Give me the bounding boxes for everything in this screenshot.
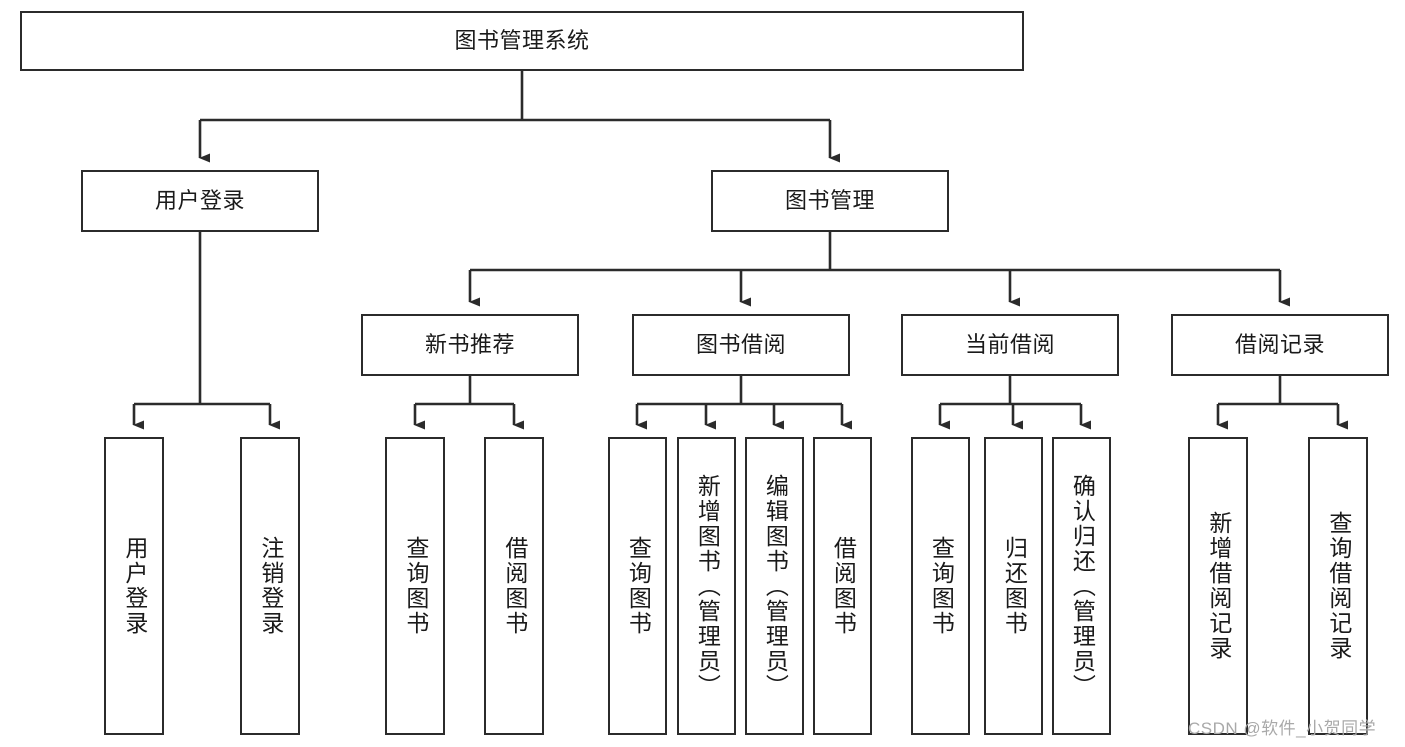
node-leaf-add-book[interactable]: 新增图书（管理员） [677,437,736,735]
node-label: 归还图书 [1001,536,1028,636]
node-user-login[interactable]: 用户登录 [81,170,319,232]
node-label: 用户登录 [121,536,148,636]
node-label: 借阅图书 [830,536,857,636]
node-label: 图书管理系统 [454,28,590,53]
node-label: 用户登录 [154,188,245,213]
node-leaf-confirm-return[interactable]: 确认归还（管理员） [1052,437,1111,735]
node-leaf-query-book-1[interactable]: 查询图书 [385,437,445,735]
edges-new-book-rec-to-leaves [413,376,524,430]
node-leaf-borrow-book-1[interactable]: 借阅图书 [484,437,544,735]
node-leaf-query-record[interactable]: 查询借阅记录 [1308,437,1368,735]
edges-borrow-record-to-leaves [1216,376,1348,430]
node-label: 图书管理 [784,188,875,213]
edges-book-borrow-to-leaves [635,376,852,430]
node-leaf-edit-book[interactable]: 编辑图书（管理员） [745,437,804,735]
edges-root-to-level2 [198,71,840,163]
node-label: 新增图书（管理员） [694,473,721,699]
node-leaf-logout[interactable]: 注销登录 [240,437,300,735]
node-borrow-record[interactable]: 借阅记录 [1171,314,1389,376]
edges-user-login-to-leaves [132,232,280,430]
node-label: 当前借阅 [964,332,1055,357]
node-label: 查询图书 [928,536,955,636]
node-leaf-user-login[interactable]: 用户登录 [104,437,164,735]
node-book-manage[interactable]: 图书管理 [711,170,949,232]
node-book-borrow[interactable]: 图书借阅 [632,314,850,376]
node-label: 查询图书 [625,536,652,636]
node-label: 注销登录 [257,536,284,636]
csdn-watermark: CSDN @软件_小贺同学 [1188,719,1377,738]
node-leaf-borrow-book-2[interactable]: 借阅图书 [813,437,872,735]
node-label: 借阅图书 [501,536,528,636]
node-root-system[interactable]: 图书管理系统 [20,11,1024,71]
node-leaf-query-book-3[interactable]: 查询图书 [911,437,970,735]
node-label: 查询借阅记录 [1325,511,1352,661]
node-label: 借阅记录 [1234,332,1325,357]
node-label: 编辑图书（管理员） [762,473,789,699]
node-label: 查询图书 [402,536,429,636]
edges-current-borrow-to-leaves [938,376,1091,430]
node-leaf-add-record[interactable]: 新增借阅记录 [1188,437,1248,735]
node-leaf-return-book[interactable]: 归还图书 [984,437,1043,735]
node-leaf-query-book-2[interactable]: 查询图书 [608,437,667,735]
node-label: 新书推荐 [424,332,515,357]
node-label: 新增借阅记录 [1205,511,1232,661]
node-current-borrow[interactable]: 当前借阅 [901,314,1119,376]
edges-book-manage-to-level3 [468,232,1290,307]
node-new-book-rec[interactable]: 新书推荐 [361,314,579,376]
node-label: 图书借阅 [695,332,786,357]
node-label: 确认归还（管理员） [1069,473,1096,699]
